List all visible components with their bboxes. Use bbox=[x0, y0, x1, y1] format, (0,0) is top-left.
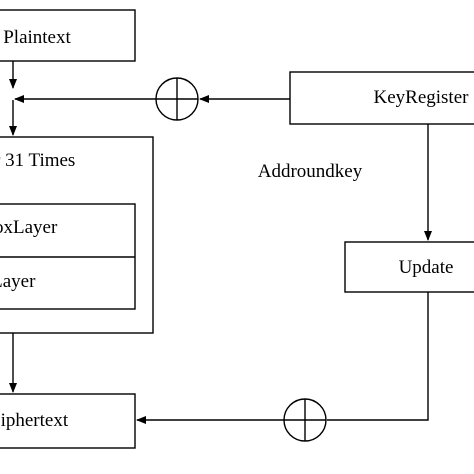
sbox-layer-label: SBoxLayer bbox=[0, 217, 58, 238]
plaintext-box bbox=[0, 9, 136, 62]
key-register-label: KeyRegister bbox=[374, 87, 470, 108]
ciphertext-label: Ciphertext bbox=[0, 410, 69, 431]
update-box bbox=[344, 241, 474, 293]
loop-label: Repeat for 31 Times bbox=[0, 150, 75, 171]
key-register-box bbox=[289, 71, 474, 125]
update-label: Update bbox=[399, 257, 454, 278]
ciphertext-box bbox=[0, 393, 136, 449]
plaintext-label: Plaintext bbox=[3, 27, 71, 48]
update-to-xor-line bbox=[327, 292, 429, 421]
p-layer-label: PLayer bbox=[0, 271, 36, 292]
addroundkey-label: Addroundkey bbox=[258, 161, 363, 182]
